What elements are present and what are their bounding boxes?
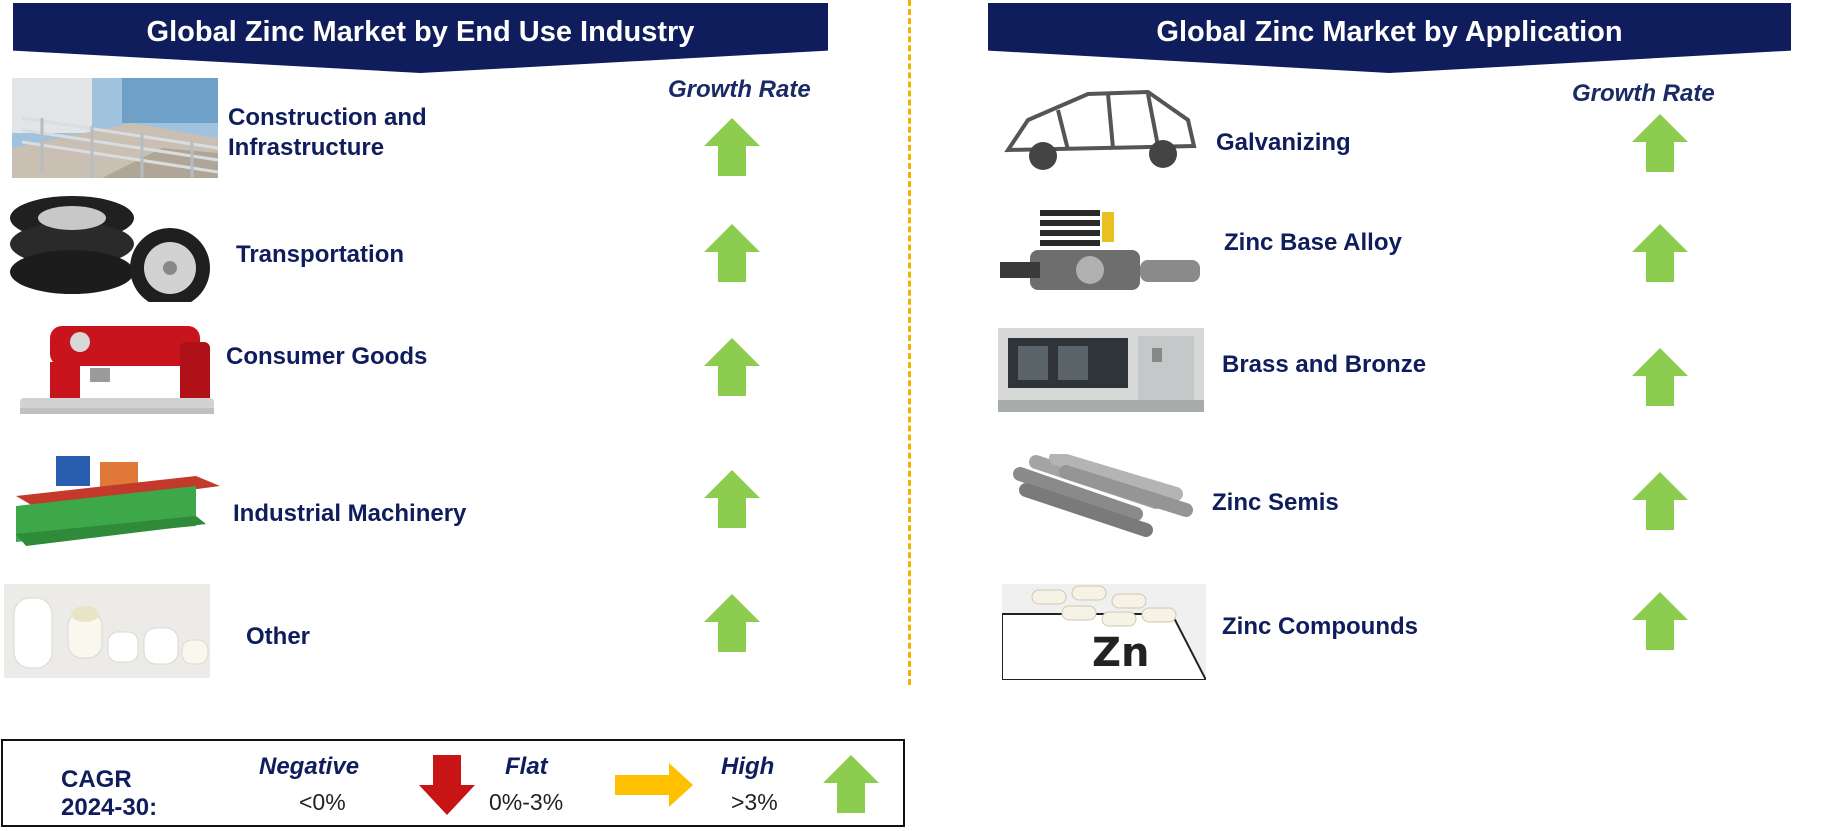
legend-flat-range: 0%-3% [489, 789, 564, 815]
green-up-arrow-icon [704, 470, 760, 528]
industrial-cabinet-photo [998, 322, 1204, 418]
legend-negative-range: <0% [299, 789, 346, 815]
row-label-galvanizing: Galvanizing [1216, 129, 1351, 156]
zinc-capsules-photo: Zn [1002, 584, 1206, 680]
row-label-other: Other [246, 623, 311, 650]
legend-high-label: High [721, 753, 775, 780]
legend-high-range: >3% [731, 789, 778, 815]
green-up-arrow-icon [823, 755, 879, 813]
panel-divider [908, 0, 911, 685]
legend-negative-label: Negative [259, 753, 360, 780]
green-up-arrow-icon [1632, 472, 1688, 530]
tires-photo [10, 196, 210, 302]
green-up-arrow-icon [1632, 114, 1688, 172]
car-body-frame-photo [998, 80, 1200, 176]
red-down-arrow-icon [419, 755, 475, 815]
cagr-period-label: 2024-30: [61, 794, 158, 821]
row-label-zinc-compounds: Zinc Compounds [1222, 613, 1418, 640]
green-up-arrow-icon [704, 224, 760, 282]
row-label-brass-and-bronze: Brass and Bronze [1222, 351, 1427, 378]
red-coffee-machine-photo [20, 322, 214, 418]
green-up-arrow-icon [1632, 592, 1688, 650]
yellow-right-arrow-icon [615, 763, 693, 807]
row-label-transportation: Transportation [236, 241, 405, 268]
green-up-arrow-icon [704, 338, 760, 396]
right-panel-title: Global Zinc Market by Application [988, 3, 1791, 73]
row-label-industrial-machinery: Industrial Machinery [233, 500, 467, 527]
row-label-construction: Construction and Infrastructure [228, 104, 427, 161]
left-growth-rate-header: Growth Rate [668, 76, 811, 103]
left-panel-title: Global Zinc Market by End Use Industry [13, 3, 828, 73]
svg-text:Zn: Zn [1092, 630, 1149, 676]
green-up-arrow-icon [704, 118, 760, 176]
ceramic-tubes-photo [4, 584, 210, 678]
green-up-arrow-icon [1632, 224, 1688, 282]
row-label-zinc-semis: Zinc Semis [1212, 489, 1339, 516]
engine-part-photo [1000, 206, 1204, 302]
metal-bars-photo [1006, 454, 1200, 544]
roll-forming-machine-photo [16, 446, 220, 552]
legend-flat-label: Flat [505, 753, 548, 780]
right-growth-rate-header: Growth Rate [1572, 80, 1715, 107]
green-up-arrow-icon [704, 594, 760, 652]
green-up-arrow-icon [1632, 348, 1688, 406]
cagr-legend: CAGR 2024-30: Negative <0% Flat 0%-3% Hi… [1, 739, 905, 827]
row-label-zinc-base-alloy: Zinc Base Alloy [1224, 229, 1402, 256]
row-label-consumer-goods: Consumer Goods [226, 343, 428, 370]
cagr-label: CAGR [61, 766, 132, 793]
railing-stairs-photo [12, 78, 218, 178]
